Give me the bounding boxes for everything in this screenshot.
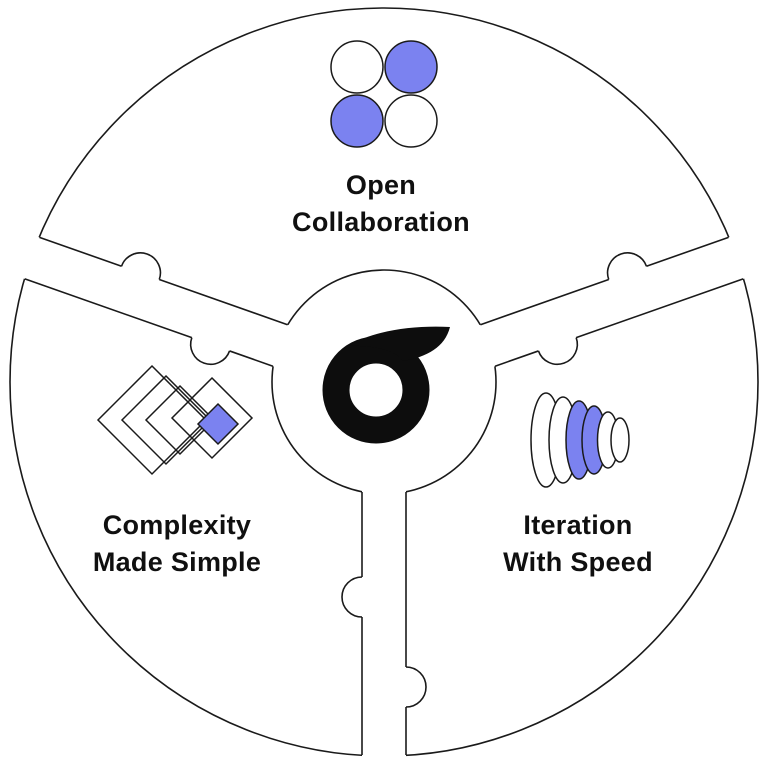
segment-label-iteration-with-speed: Iteration With Speed <box>418 507 738 581</box>
brand-logo-icon <box>322 326 450 444</box>
segment-label-line: Made Simple <box>92 547 262 577</box>
puzzle-notch <box>189 337 231 366</box>
segment-label-line: Collaboration <box>292 207 470 237</box>
puzzle-notch <box>120 252 162 280</box>
segment-label-complexity-made-simple: Complexity Made Simple <box>17 507 337 581</box>
center-circle <box>271 269 497 495</box>
segment-label-line: With Speed <box>503 547 653 577</box>
segment-divider-upper-left <box>8 231 302 372</box>
segment-label-line: Iteration <box>523 510 633 540</box>
nested-diamonds-icon <box>96 364 254 476</box>
concentric-ellipses-icon <box>530 392 630 488</box>
puzzle-notch <box>341 576 363 618</box>
segment-label-line: Open <box>345 170 417 200</box>
four-circles-grid-icon <box>330 40 438 148</box>
segment-label-open-collaboration: Open Collaboration <box>221 167 541 241</box>
puzzle-notch <box>606 252 648 280</box>
segment-label-line: Complexity <box>102 510 252 540</box>
puzzle-notch <box>405 666 427 708</box>
segment-divider-bottom <box>341 477 427 765</box>
segment-divider-upper-right <box>466 231 760 372</box>
puzzle-notch <box>537 337 579 366</box>
